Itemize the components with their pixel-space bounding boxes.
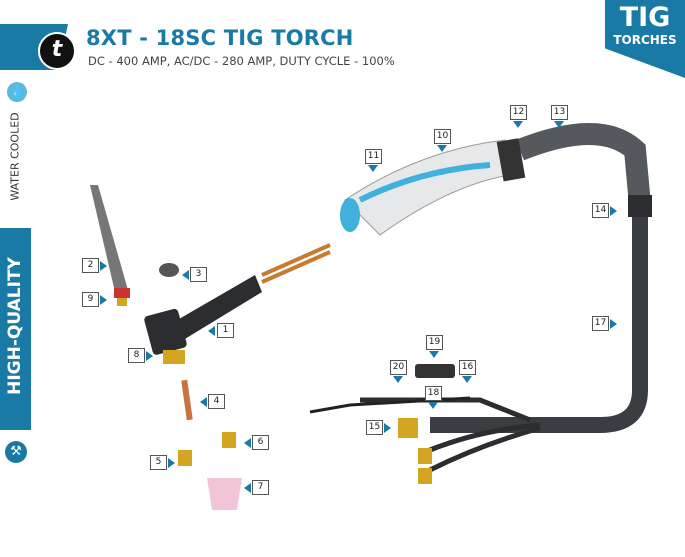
connector-15 [398, 418, 418, 438]
torch-collet-body [163, 350, 185, 364]
back-cap-ring [114, 288, 130, 298]
arrow-icon [513, 121, 523, 128]
splitter-19 [415, 364, 455, 378]
connector-a [418, 448, 432, 464]
arrow-icon [429, 351, 439, 358]
arrow-icon [244, 483, 251, 493]
part-label-13[interactable]: 13 [551, 105, 568, 120]
arrow-icon [384, 423, 391, 433]
arrow-icon [244, 438, 251, 448]
arrow-icon [208, 326, 215, 336]
back-cap-long [90, 185, 128, 292]
torch-head [144, 308, 187, 355]
branch-cables [360, 397, 541, 473]
arrow-icon [610, 206, 617, 216]
part-label-8[interactable]: 8 [128, 348, 145, 363]
part-label-11[interactable]: 11 [365, 149, 382, 164]
arrow-icon [393, 376, 403, 383]
category-line1: TIG [619, 2, 671, 33]
torch-neck [160, 275, 262, 345]
hammer-icon: ⚒ [5, 441, 27, 463]
back-cap-thread [117, 298, 127, 306]
arrow-icon [146, 351, 153, 361]
category-line2: TORCHES [613, 33, 677, 47]
part-label-14[interactable]: 14 [592, 203, 609, 218]
arrow-icon [168, 458, 175, 468]
power-connector [261, 243, 331, 284]
arrow-icon [428, 402, 438, 409]
connector-b [418, 468, 432, 484]
part-label-5[interactable]: 5 [150, 455, 167, 470]
part-label-19[interactable]: 19 [426, 335, 443, 350]
part-label-6[interactable]: 6 [252, 435, 269, 450]
part-label-1[interactable]: 1 [217, 323, 234, 338]
gas-lens-6 [222, 432, 236, 448]
cable-sleeve [515, 123, 651, 206]
brand-logo: t [38, 32, 76, 70]
part-label-12[interactable]: 12 [510, 105, 527, 120]
part-label-4[interactable]: 4 [208, 394, 225, 409]
handle-end [340, 198, 360, 232]
collet-body-5 [178, 450, 192, 466]
cable-coupling [628, 195, 652, 217]
part-label-3[interactable]: 3 [190, 267, 207, 282]
arrow-icon [200, 397, 207, 407]
back-cap-short [159, 263, 179, 277]
arrow-icon [182, 270, 189, 280]
water-drop-icon: 💧 [7, 82, 27, 102]
page-subtitle: DC - 400 AMP, AC/DC - 280 AMP, DUTY CYCL… [88, 54, 395, 68]
page-title: 8XT - 18SC TIG TORCH [86, 26, 354, 50]
arrow-icon [610, 319, 617, 329]
part-label-18[interactable]: 18 [425, 386, 442, 401]
part-label-16[interactable]: 16 [459, 360, 476, 375]
high-quality-badge: HIGH-QUALITY [0, 228, 31, 430]
handle-collar [496, 138, 526, 182]
ceramic-cup [207, 478, 242, 510]
part-label-7[interactable]: 7 [252, 480, 269, 495]
part-label-2[interactable]: 2 [82, 258, 99, 273]
part-label-17[interactable]: 17 [592, 316, 609, 331]
handle-grip [358, 162, 491, 203]
part-label-20[interactable]: 20 [390, 360, 407, 375]
collet [181, 379, 193, 421]
arrow-icon [368, 165, 378, 172]
part-label-9[interactable]: 9 [82, 292, 99, 307]
arrow-icon [100, 295, 107, 305]
arrow-icon [462, 376, 472, 383]
arrow-icon [554, 121, 564, 128]
arrow-icon [437, 145, 447, 152]
arrow-icon [100, 261, 107, 271]
part-label-10[interactable]: 10 [434, 129, 451, 144]
part-label-15[interactable]: 15 [366, 420, 383, 435]
